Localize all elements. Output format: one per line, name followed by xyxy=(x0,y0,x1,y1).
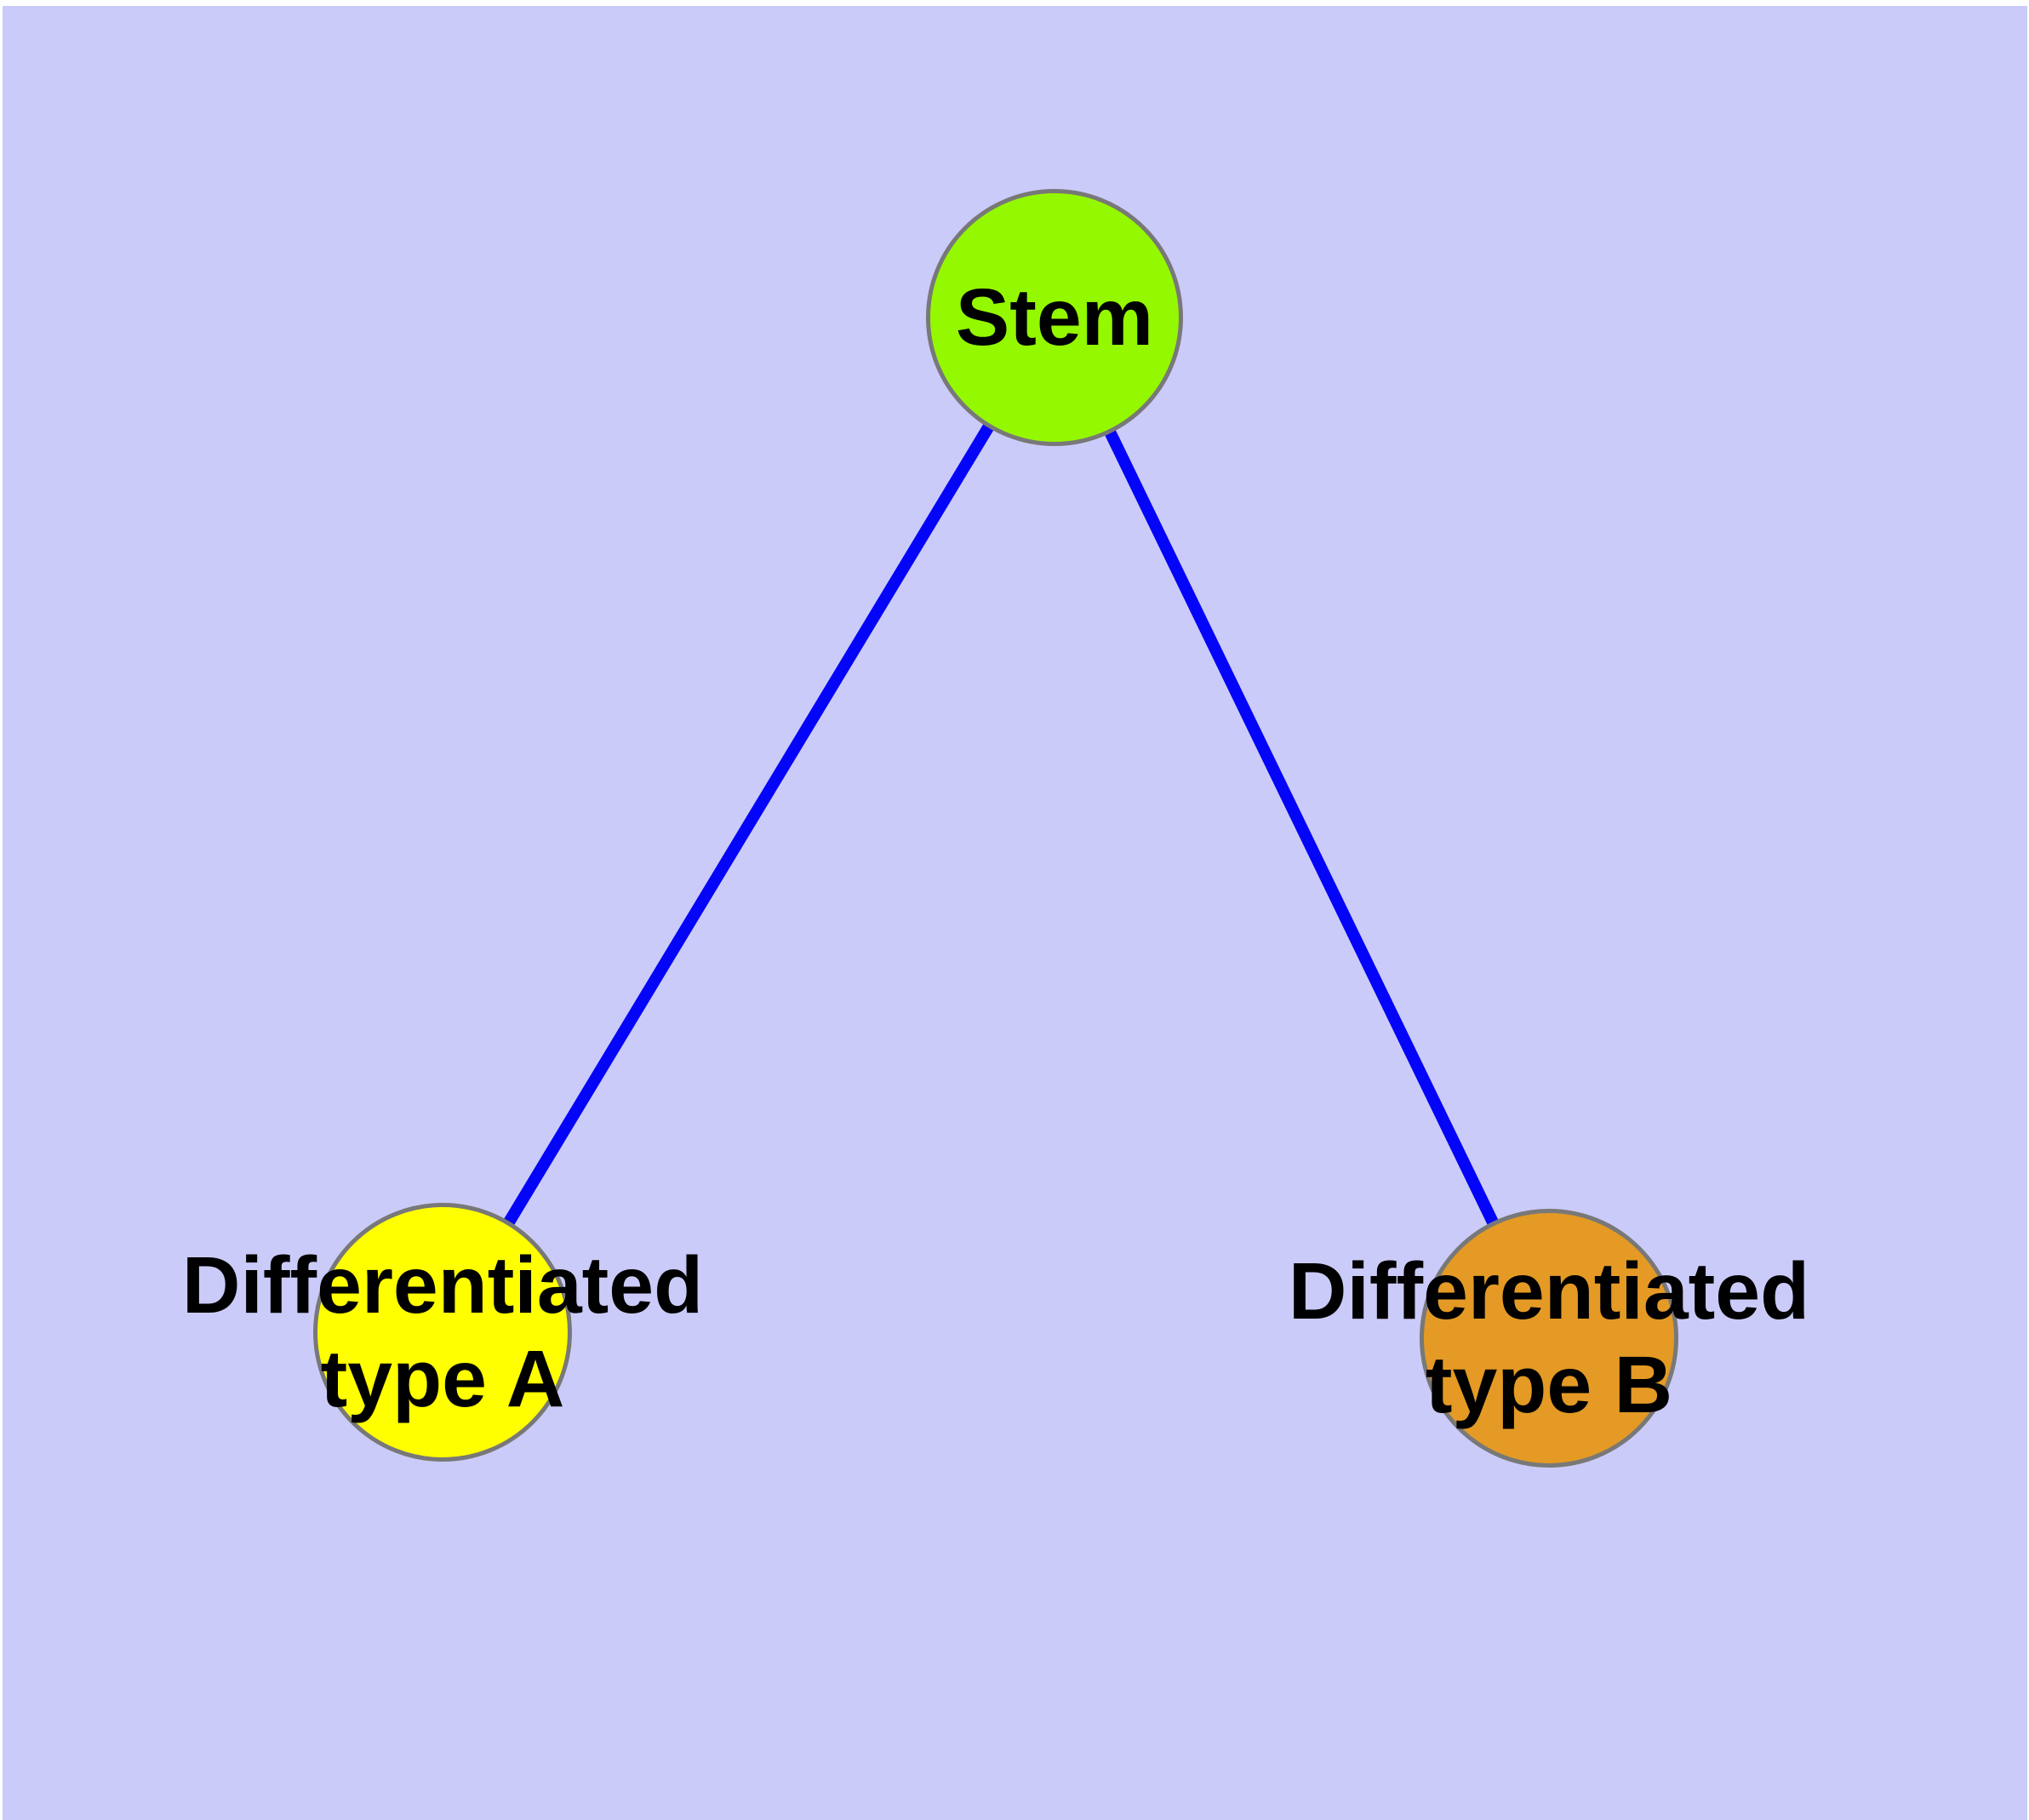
node-diff-a xyxy=(313,1203,572,1462)
node-label-diff-b: Differentiated type B xyxy=(1288,1245,1810,1430)
edge-stem-diff-b xyxy=(1049,314,1555,1342)
node-diff-b xyxy=(1420,1209,1678,1468)
node-label-diff-a: Differentiated type A xyxy=(181,1239,704,1424)
edge-stem-diff-a xyxy=(437,314,1060,1336)
node-stem xyxy=(926,189,1183,446)
node-label-stem: Stem xyxy=(955,272,1154,363)
